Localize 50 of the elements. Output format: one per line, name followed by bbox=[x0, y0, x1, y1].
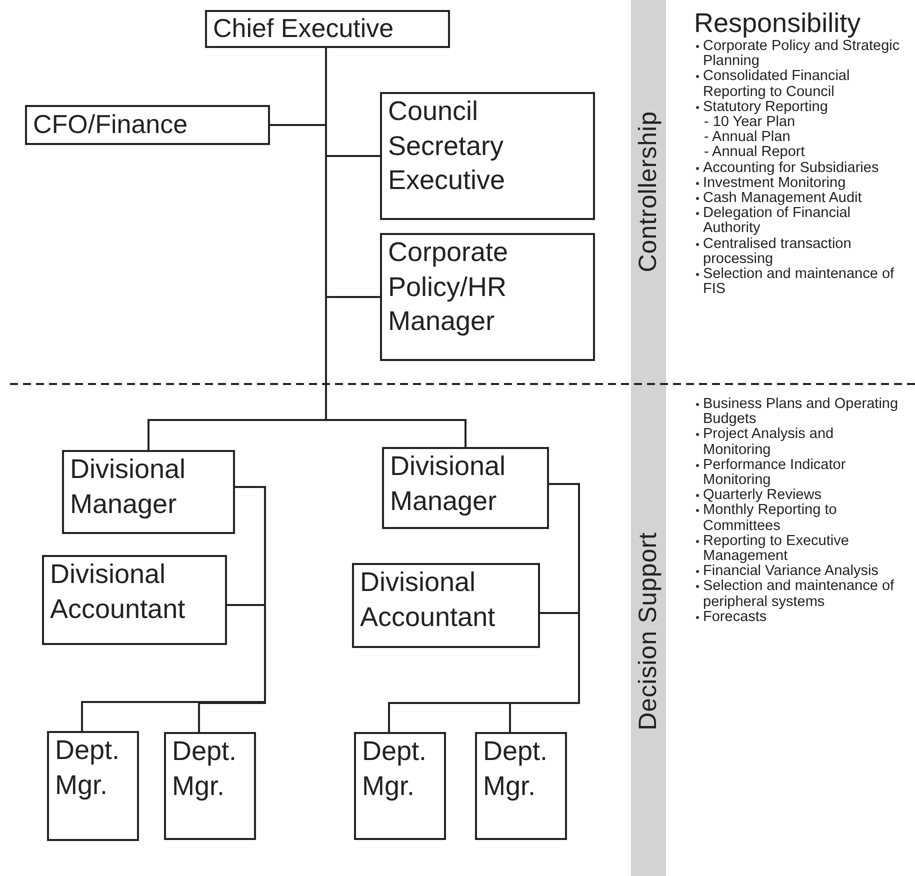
org-box bbox=[47, 731, 139, 841]
responsibility-item: Corporate Policy and Strategic Planning bbox=[703, 39, 900, 70]
responsibility-item: Statutory Reporting bbox=[703, 100, 829, 116]
role-title: Dept. Mgr. bbox=[483, 735, 549, 803]
responsibility-item: Consolidated Financial Reporting to Council bbox=[703, 69, 851, 100]
org-box bbox=[164, 732, 256, 840]
responsibility-item: Selection and maintenance of peripheral systems bbox=[703, 579, 896, 610]
org-box bbox=[354, 732, 446, 840]
role-title: Divisional Accountant bbox=[360, 566, 496, 634]
connector-line bbox=[198, 486, 266, 732]
responsibility-item: Delegation of Financial Authority bbox=[703, 206, 852, 237]
responsibility-item: Investment Monitoring bbox=[703, 176, 847, 192]
org-box bbox=[25, 105, 270, 145]
role-title: Dept. Mgr. bbox=[55, 734, 121, 802]
org-box bbox=[380, 233, 595, 361]
section-label: Controllership bbox=[634, 110, 663, 272]
responsibility-item: Financial Variance Analysis bbox=[703, 564, 880, 580]
responsibility-item: Reporting to Executive Management bbox=[703, 534, 850, 564]
role-title: Divisional Manager bbox=[390, 450, 507, 518]
responsibility-item: Accounting for Subsidiaries bbox=[703, 160, 880, 176]
responsibility-item: Centralised transaction processing bbox=[703, 236, 852, 268]
org-box bbox=[380, 92, 595, 220]
responsibility-item: Quarterly Reviews bbox=[703, 488, 822, 504]
org-box bbox=[62, 450, 235, 534]
role-title: Dept. Mgr. bbox=[362, 735, 428, 803]
role-title: Council Secretary Executive bbox=[388, 95, 506, 198]
responsibility-item: Forecasts bbox=[703, 610, 768, 626]
role-title: Corporate Policy/HR Manager bbox=[388, 236, 510, 338]
connector-line bbox=[509, 483, 580, 732]
org-box bbox=[382, 447, 549, 529]
responsibility-item: - Annual Report bbox=[704, 145, 806, 161]
responsibility-item: Performance Indicator Monitoring bbox=[703, 458, 847, 488]
org-box bbox=[205, 10, 450, 48]
responsibility-item: Monthly Reporting to Committees bbox=[703, 503, 838, 534]
org-box bbox=[475, 732, 567, 840]
role-title: CFO/Finance bbox=[33, 108, 188, 142]
responsibility-item: Business Plans and Operating Budgets bbox=[703, 397, 900, 428]
role-title: Divisional Manager bbox=[70, 453, 187, 521]
responsibility-item: - Annual Plan bbox=[704, 130, 792, 146]
role-title: Dept. Mgr. bbox=[172, 735, 238, 803]
role-title: Divisional Accountant bbox=[50, 558, 186, 626]
org-box bbox=[42, 555, 227, 645]
org-box bbox=[352, 563, 540, 648]
responsibility-item: Cash Management Audit bbox=[703, 191, 863, 206]
role-title: Chief Executive bbox=[213, 12, 394, 46]
responsibility-item: - 10 Year Plan bbox=[704, 115, 796, 130]
column-heading: Responsibility bbox=[694, 10, 862, 37]
responsibility-item: Selection and maintenance of FIS bbox=[703, 267, 896, 298]
responsibility-item: Project Analysis and Monitoring bbox=[703, 427, 835, 458]
section-label: Decision Support bbox=[634, 532, 663, 730]
